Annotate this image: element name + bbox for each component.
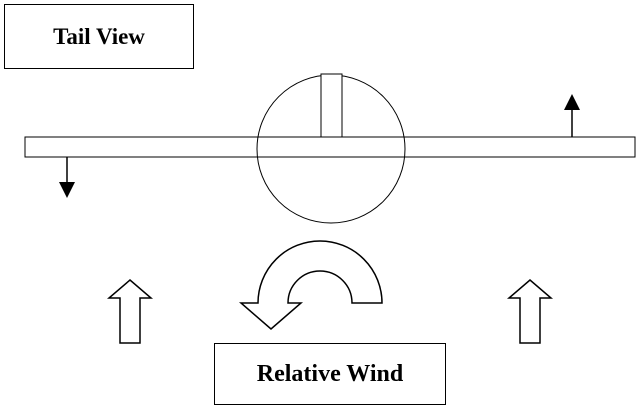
relative-wind-box: Relative Wind	[214, 343, 446, 405]
hollow-arrow-up-icon	[106, 279, 154, 344]
wing	[24, 136, 636, 158]
curved-counterclockwise-arrow-icon	[238, 240, 383, 330]
title-box: Tail View	[4, 4, 194, 69]
arrow-up-icon	[564, 94, 580, 137]
relative-wind-label: Relative Wind	[256, 360, 404, 387]
hollow-arrow-up-icon	[506, 279, 554, 344]
diagram-title: Tail View	[53, 23, 145, 49]
arrow-down-icon	[59, 157, 75, 198]
vertical-fin	[320, 73, 343, 138]
